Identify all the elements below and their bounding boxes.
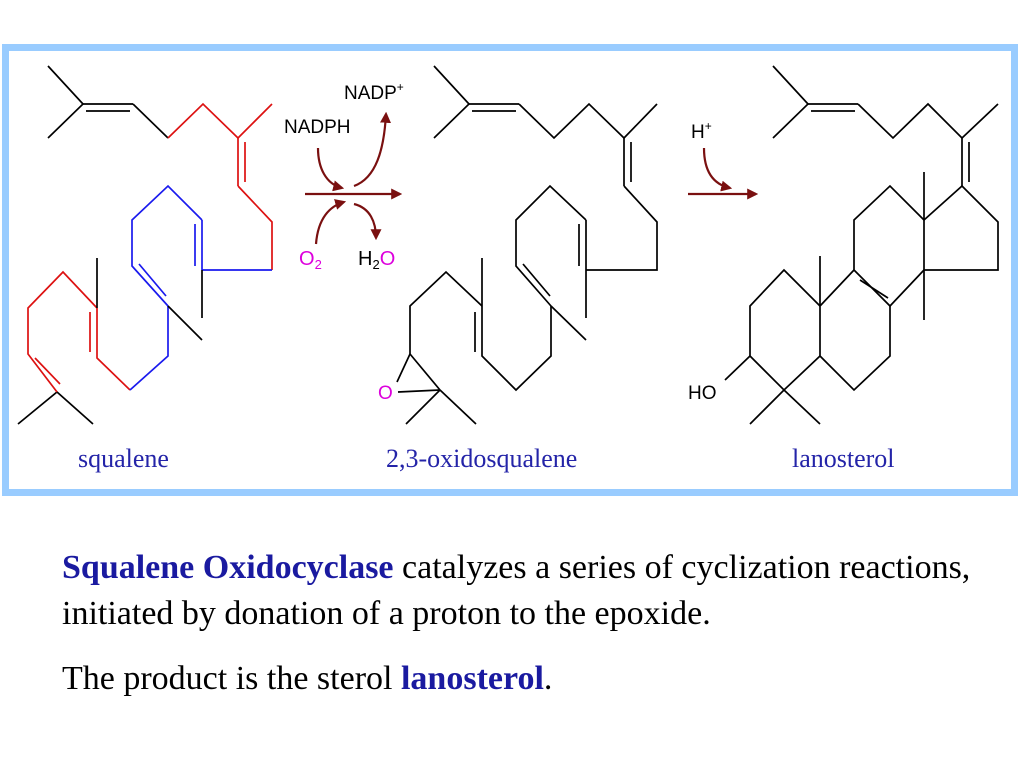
caption-lanosterol: lanosterol — [792, 444, 895, 473]
nadp-plus-label: NADP+ — [344, 80, 404, 104]
epoxide-oxygen-label: O — [378, 383, 393, 404]
h2o-label: H2O — [358, 248, 395, 272]
cyclization-arrows — [688, 147, 759, 200]
caption-oxidosqualene: 2,3-oxidosqualene — [386, 444, 578, 473]
oxidation-arrows — [305, 111, 403, 245]
squalene-structure — [17, 65, 273, 425]
product-period: . — [543, 660, 553, 697]
enzyme-name: Squalene Oxidocyclase — [62, 549, 394, 586]
figure-panel — [2, 44, 1018, 496]
hydroxyl-label: HO — [688, 383, 717, 404]
description-text: catalyzes a series of cyclization reacti… — [62, 549, 971, 632]
oxidosqualene-structure — [396, 65, 658, 425]
paragraph-product: The product is the sterol lanosterol. — [62, 656, 1002, 702]
paragraph-description: Squalene Oxidocyclase catalyzes a series… — [62, 545, 1002, 637]
proton-label: H+ — [691, 119, 712, 143]
caption-squalene: squalene — [78, 444, 169, 473]
reaction-diagram: NADP+ NADPH O2 H2O O H+ — [17, 65, 999, 425]
product-text: The product is the sterol — [62, 660, 401, 697]
product-name: lanosterol — [400, 660, 544, 697]
o2-label: O2 — [299, 248, 322, 272]
lanosterol-structure — [724, 65, 999, 425]
nadph-label: NADPH — [284, 117, 351, 138]
